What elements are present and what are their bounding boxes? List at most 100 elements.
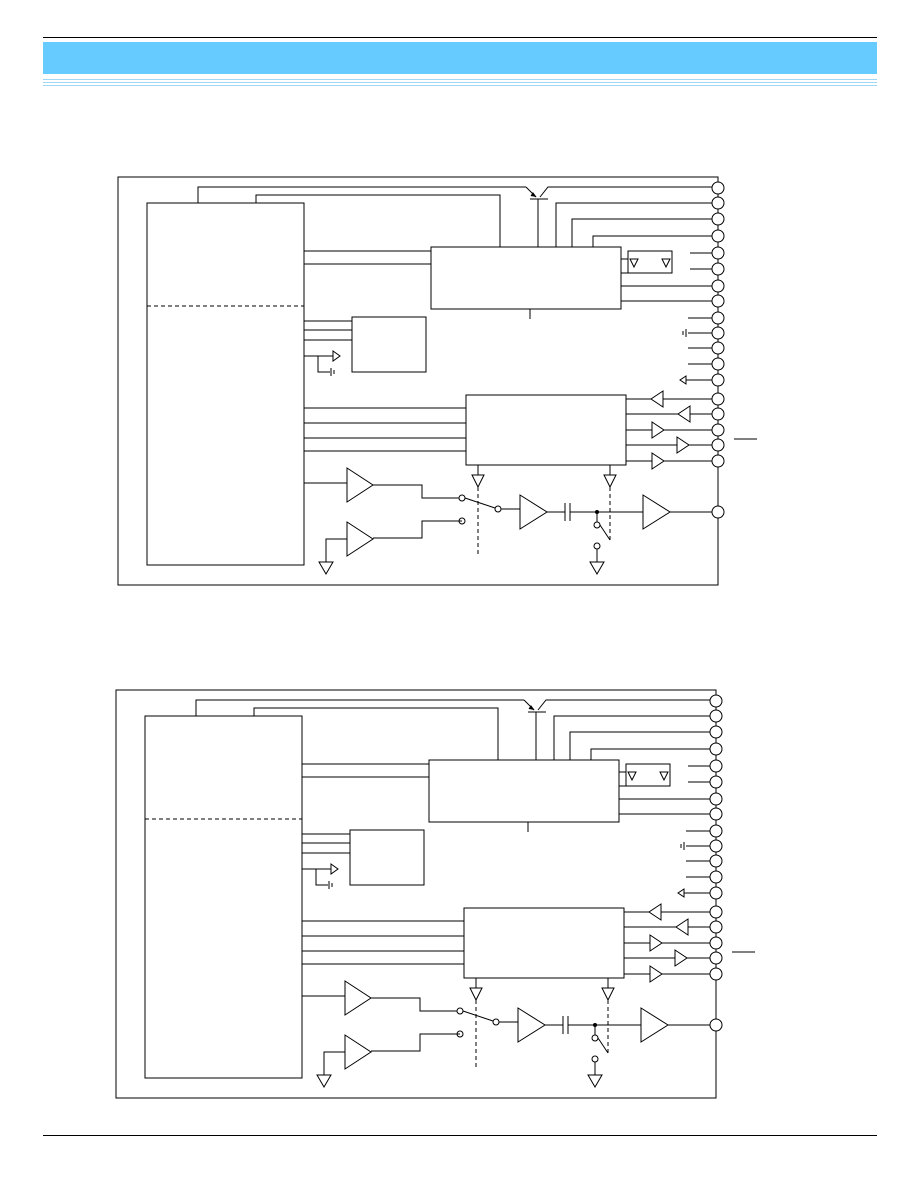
buffer-icon (677, 888, 685, 898)
wire (592, 235, 712, 247)
controller-block (144, 715, 303, 1079)
switch-arm (599, 524, 611, 541)
pin-terminal (709, 725, 723, 739)
buffer-icon (650, 390, 664, 408)
amplifier-icon (344, 1034, 372, 1070)
amplifier-icon (642, 494, 671, 530)
wire (553, 715, 710, 760)
ground-icon (318, 561, 334, 575)
pin-terminal (709, 870, 723, 884)
amplifier-icon (640, 1007, 669, 1043)
pin-terminal (709, 775, 723, 789)
diode-bridge-frame (625, 763, 671, 787)
wire (373, 484, 462, 499)
pin-terminal (709, 854, 723, 868)
wire (569, 731, 710, 760)
buffer-icon (601, 987, 615, 1002)
bottom-rule (43, 1135, 877, 1136)
wire (302, 868, 328, 886)
buffer-icon (330, 863, 339, 875)
buffer-icon (675, 918, 689, 936)
header-stripes (43, 77, 877, 89)
ground-icon (589, 561, 605, 575)
controller-block (146, 202, 305, 566)
pin-terminal (709, 905, 723, 919)
outer-frame (115, 689, 717, 1099)
pin-terminal (709, 824, 723, 838)
wire (590, 748, 710, 760)
pin-terminal (709, 951, 723, 965)
timer-block (349, 829, 425, 886)
amplifier-icon (519, 494, 548, 530)
transistor-arrow (530, 192, 537, 198)
pin-terminal (709, 886, 723, 900)
header-banner-fill (43, 42, 877, 74)
switch-arm (464, 497, 499, 510)
pin-terminal (709, 1018, 723, 1032)
diode-icon (661, 258, 671, 269)
wire (539, 186, 718, 198)
wire (371, 997, 460, 1012)
wire (197, 186, 526, 203)
wire (325, 538, 347, 562)
transistor-arrow (528, 705, 535, 711)
interface-block (430, 246, 622, 310)
ground-icon (316, 1074, 332, 1088)
pin-terminal (709, 839, 723, 853)
wire (571, 218, 712, 247)
buffer-icon (674, 949, 688, 967)
header-banner (43, 42, 877, 74)
switch-arm (597, 1037, 609, 1054)
diode-bridge-frame (627, 250, 673, 274)
stripe (43, 79, 877, 80)
diode-icon (629, 258, 639, 269)
pin-terminal (709, 936, 723, 950)
buffer-icon (649, 934, 663, 952)
pin-terminal (709, 759, 723, 773)
buffer-icon (677, 405, 691, 423)
switch-contact (492, 1018, 500, 1026)
stripe (43, 82, 877, 83)
codec-block (463, 907, 625, 979)
buffer-icon (603, 474, 617, 489)
switch-contact (456, 1007, 464, 1015)
interface-block (428, 759, 620, 823)
wire (323, 1051, 345, 1075)
buffer-icon (648, 903, 662, 921)
pin-terminal (709, 920, 723, 934)
buffer-icon (676, 436, 690, 454)
buffer-icon (469, 987, 483, 1002)
buffer-icon (651, 421, 665, 439)
wire (555, 202, 712, 247)
pin-terminal (711, 181, 725, 195)
switch-arm (462, 1010, 497, 1023)
wire (537, 699, 716, 711)
wire (304, 355, 330, 373)
top-rule (43, 37, 877, 38)
amplifier-icon (517, 1007, 546, 1043)
buffer-icon (332, 350, 341, 362)
buffer-icon (651, 452, 665, 470)
diode-icon (627, 771, 637, 782)
amplifier-icon (344, 980, 372, 1016)
buffer-icon (649, 965, 663, 983)
wire (253, 707, 499, 760)
stripe (43, 85, 877, 86)
pin-terminal (709, 792, 723, 806)
wire (255, 194, 501, 247)
timer-block (351, 316, 427, 373)
amplifier-icon (346, 467, 374, 503)
wire (195, 699, 524, 716)
pin-terminal (709, 742, 723, 756)
pin-terminal (709, 709, 723, 723)
wire (371, 1033, 460, 1052)
pin-terminal (709, 807, 723, 821)
switch-contact (591, 1055, 599, 1063)
pin-terminal (709, 967, 723, 981)
diode-icon (659, 771, 669, 782)
ground-icon (587, 1074, 603, 1088)
switch-contact (591, 1034, 599, 1042)
buffer-icon (471, 474, 485, 489)
